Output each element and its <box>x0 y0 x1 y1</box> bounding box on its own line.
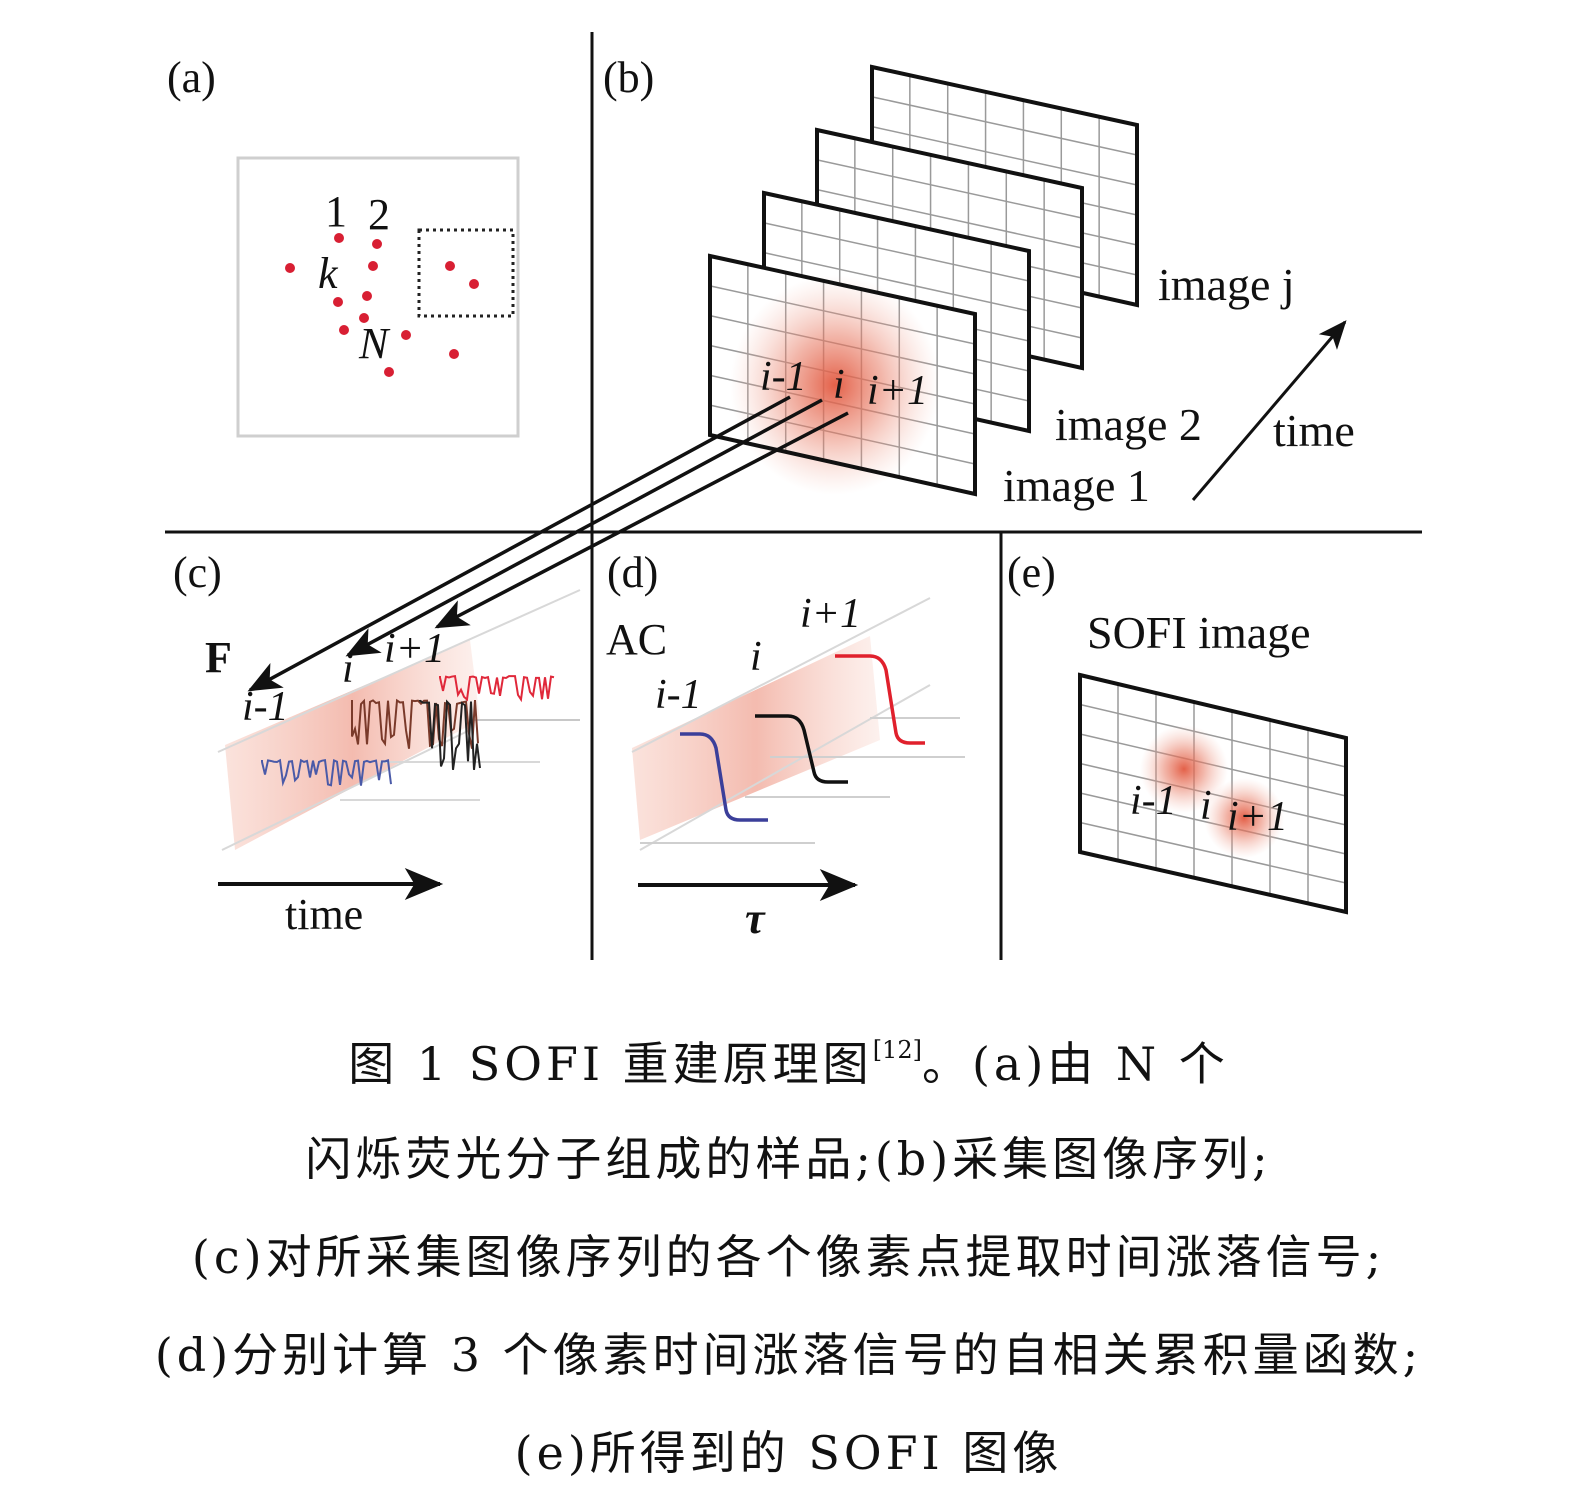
arrow-pixel-i-plus-1 <box>434 411 849 629</box>
trace-i-dark <box>419 699 481 770</box>
figure-canvas <box>165 32 1422 960</box>
grid-row-line <box>816 159 1083 219</box>
ac-curve-i-minus-1 <box>680 732 768 822</box>
panel-d-autocorrelation <box>631 597 965 901</box>
sofi-image-title: SOFI image <box>1087 607 1311 658</box>
trace-label-i: i <box>342 646 354 692</box>
caption-reference: [12] <box>872 1036 922 1064</box>
trace-i-minus-1 <box>261 758 392 787</box>
trace-label-i-minus-1: i-1 <box>242 684 289 730</box>
panel-tag-e: (e) <box>1007 548 1056 597</box>
grid-row-line <box>871 96 1138 156</box>
molecule-dot <box>372 239 382 249</box>
ac-axis-label: AC <box>606 615 668 664</box>
panel-tag-c: (c) <box>173 548 222 597</box>
molecule-dot <box>359 313 369 323</box>
molecule-dot <box>384 367 394 377</box>
caption-line-1: 图 1 SOFI 重建原理图[12]。(a)由 N 个 <box>0 1038 1577 1087</box>
ac-curve-i <box>755 714 848 784</box>
molecule-dot <box>445 261 455 271</box>
molecules <box>285 233 479 377</box>
time-axis-label: time <box>1273 405 1355 456</box>
molecule-label-N: N <box>359 319 389 368</box>
trace-label-i-plus-1: i+1 <box>384 626 446 672</box>
stack-label-image-1: image 1 <box>1003 460 1150 511</box>
trace-i <box>351 698 479 749</box>
molecule-dot <box>401 330 411 340</box>
caption-title: 图 1 SOFI 重建原理图 <box>348 1037 873 1091</box>
sofi-grid-border <box>1078 672 1348 915</box>
panel-dividers <box>165 32 1422 960</box>
caption-title-suffix: 。(a)由 N 个 <box>921 1037 1229 1091</box>
trace-band <box>225 640 480 850</box>
panel-e-sofi-image <box>1078 672 1348 915</box>
caption-line-4: (d)分别计算 3 个像素时间涨落信号的自相关累积量函数; <box>154 1328 1423 1382</box>
image-frame-1 <box>708 253 977 497</box>
stack-label-image-2: image 2 <box>1055 399 1202 450</box>
grid-row-line <box>871 125 1138 186</box>
time-arrow <box>1191 320 1347 501</box>
pixel-label-i-plus-1: i+1 <box>867 368 929 414</box>
ac-label-i-minus-1: i-1 <box>655 672 702 718</box>
ac-band <box>632 636 880 840</box>
fluorescence-traces <box>261 674 555 787</box>
ac-label-i: i <box>750 634 762 680</box>
panel-a-sample <box>236 156 520 438</box>
arrow-pixel-i-minus-1 <box>247 395 791 692</box>
ac-curve-i-plus-1 <box>835 654 925 745</box>
ac-label-i-plus-1: i+1 <box>800 591 862 637</box>
grid-row-line <box>816 188 1083 249</box>
grid-row-line <box>1079 703 1347 768</box>
molecule-label-k: k <box>318 249 338 298</box>
panel-c-traces <box>217 589 581 900</box>
arrow-pixel-i <box>345 398 823 657</box>
molecule-dot <box>368 261 378 271</box>
molecule-dot <box>334 233 344 243</box>
sample-field <box>236 156 520 438</box>
emission-glow <box>730 275 940 495</box>
molecule-dot <box>339 325 349 335</box>
caption-line-2: 闪烁荧光分子组成的样品;(b)采集图像序列; <box>305 1132 1272 1186</box>
trace-guide-1 <box>217 589 581 753</box>
grid-row-line <box>763 251 1030 312</box>
ac-guide-2 <box>639 684 931 851</box>
pixel-to-trace-arrows <box>247 395 849 692</box>
dashed-region <box>417 228 515 318</box>
tau-axis-label: τ <box>745 894 765 943</box>
caption-line-3: (c)对所采集图像序列的各个像素点提取时间涨落信号; <box>191 1230 1386 1284</box>
pixel-label-i: i <box>833 362 845 408</box>
sofi-grid <box>1078 672 1348 915</box>
grid-row-line <box>1079 821 1347 884</box>
panel-tag-a: (a) <box>167 53 216 102</box>
molecule-dot <box>449 349 459 359</box>
sofi-emitter-1 <box>1140 725 1228 813</box>
stack-label-image-j: image j <box>1158 259 1295 310</box>
time-axis-label-c: time <box>285 890 364 939</box>
molecule-label-2: 2 <box>368 190 390 239</box>
molecule-label-1: 1 <box>325 187 347 236</box>
molecule-dot <box>469 279 479 289</box>
molecule-dot <box>285 263 295 273</box>
sofi-principle-figure: (a) (b) (c) (d) (e) 1 2 k N i-1 i i+1 im… <box>165 32 1422 960</box>
sofi-pixel-label-i-plus-1: i+1 <box>1227 794 1289 840</box>
ac-curves <box>680 654 925 822</box>
sofi-emitter-2 <box>1204 778 1284 858</box>
fluorescence-axis-label: F <box>205 633 232 682</box>
pixel-label-i-minus-1: i-1 <box>760 354 807 400</box>
ac-guide-1 <box>631 597 931 753</box>
panel-tag-d: (d) <box>607 548 659 597</box>
panel-tag-b: (b) <box>603 53 655 102</box>
sofi-pixel-label-i-minus-1: i-1 <box>1130 778 1177 824</box>
trace-guide-2 <box>221 729 471 851</box>
molecule-dot <box>362 291 372 301</box>
sofi-pixel-label-i: i <box>1200 783 1212 829</box>
image-frame-1-border <box>708 253 977 497</box>
trace-i-plus-1 <box>439 674 555 703</box>
grid-row-line <box>763 222 1030 282</box>
caption-line-5: (e)所得到的 SOFI 图像 <box>514 1426 1063 1480</box>
panel-b-image-stack <box>708 64 1139 497</box>
molecule-dot <box>333 297 343 307</box>
